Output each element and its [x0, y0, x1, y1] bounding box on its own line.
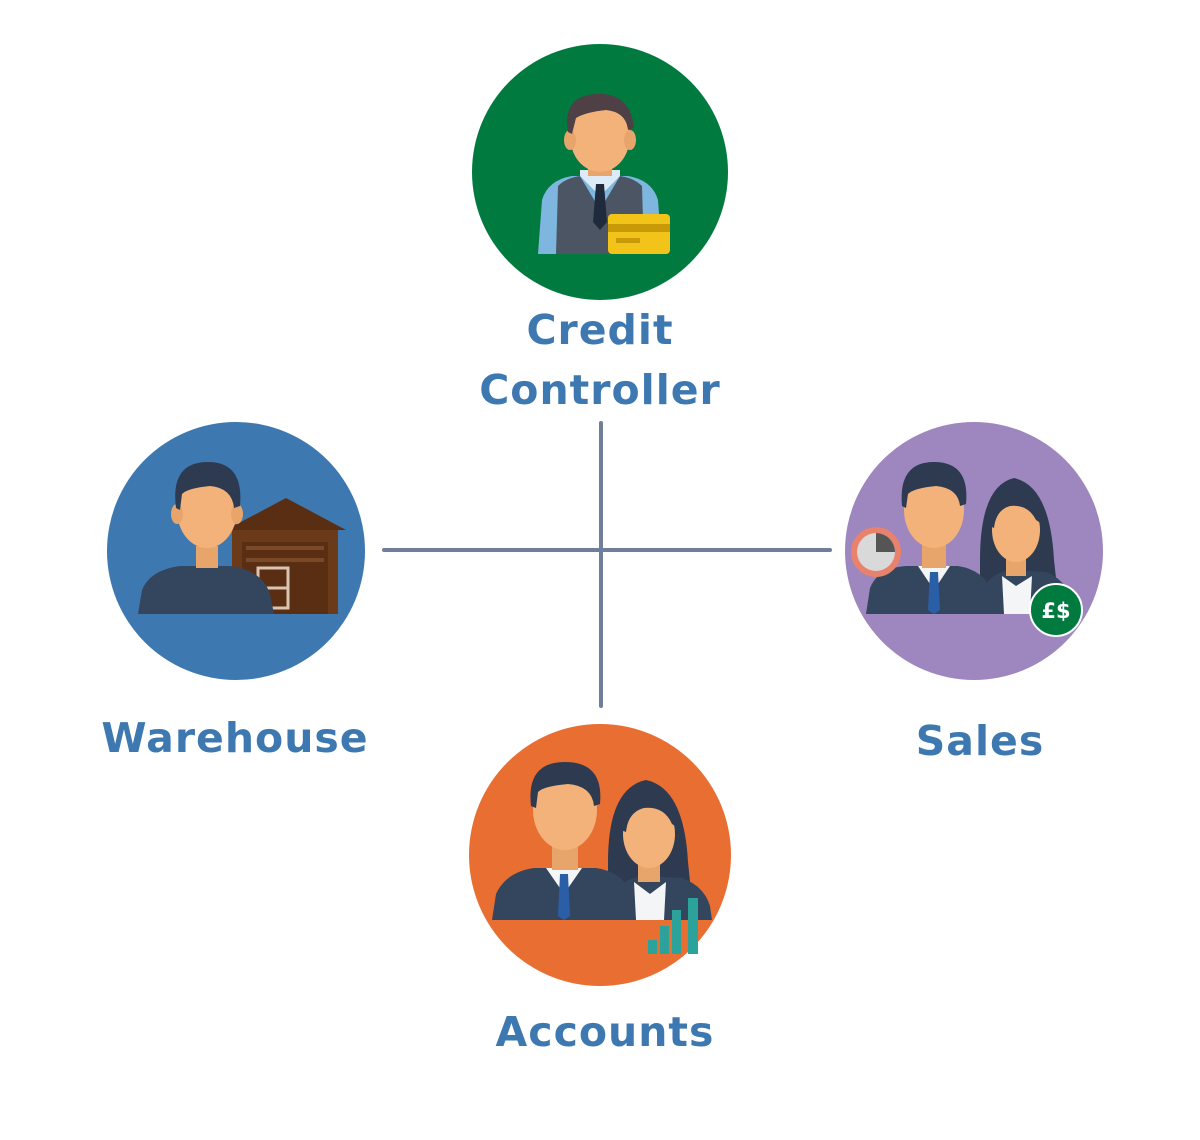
credit-controller-label: Credit Controller	[430, 300, 770, 420]
warehouse-label: Warehouse	[101, 714, 369, 762]
credit-card-icon	[608, 214, 670, 254]
worker-icon	[138, 462, 274, 614]
bar-chart-icon	[648, 898, 698, 954]
currency-badge-text: £$	[1041, 599, 1070, 623]
credit-controller-label-line1: Credit	[526, 306, 674, 354]
node-warehouse	[107, 422, 365, 680]
sales-team-icon	[866, 462, 1074, 614]
node-credit-controller	[472, 44, 728, 300]
pie-chart-icon	[851, 527, 901, 577]
currency-badge-icon: £$	[1029, 583, 1083, 637]
sales-label: Sales	[915, 717, 1045, 765]
accountants-icon	[492, 762, 712, 920]
node-sales: £$	[845, 422, 1103, 680]
accounts-label: Accounts	[495, 1008, 715, 1056]
connector-lines	[382, 421, 832, 708]
credit-controller-label-line2: Controller	[479, 366, 721, 414]
node-accounts	[469, 724, 731, 986]
